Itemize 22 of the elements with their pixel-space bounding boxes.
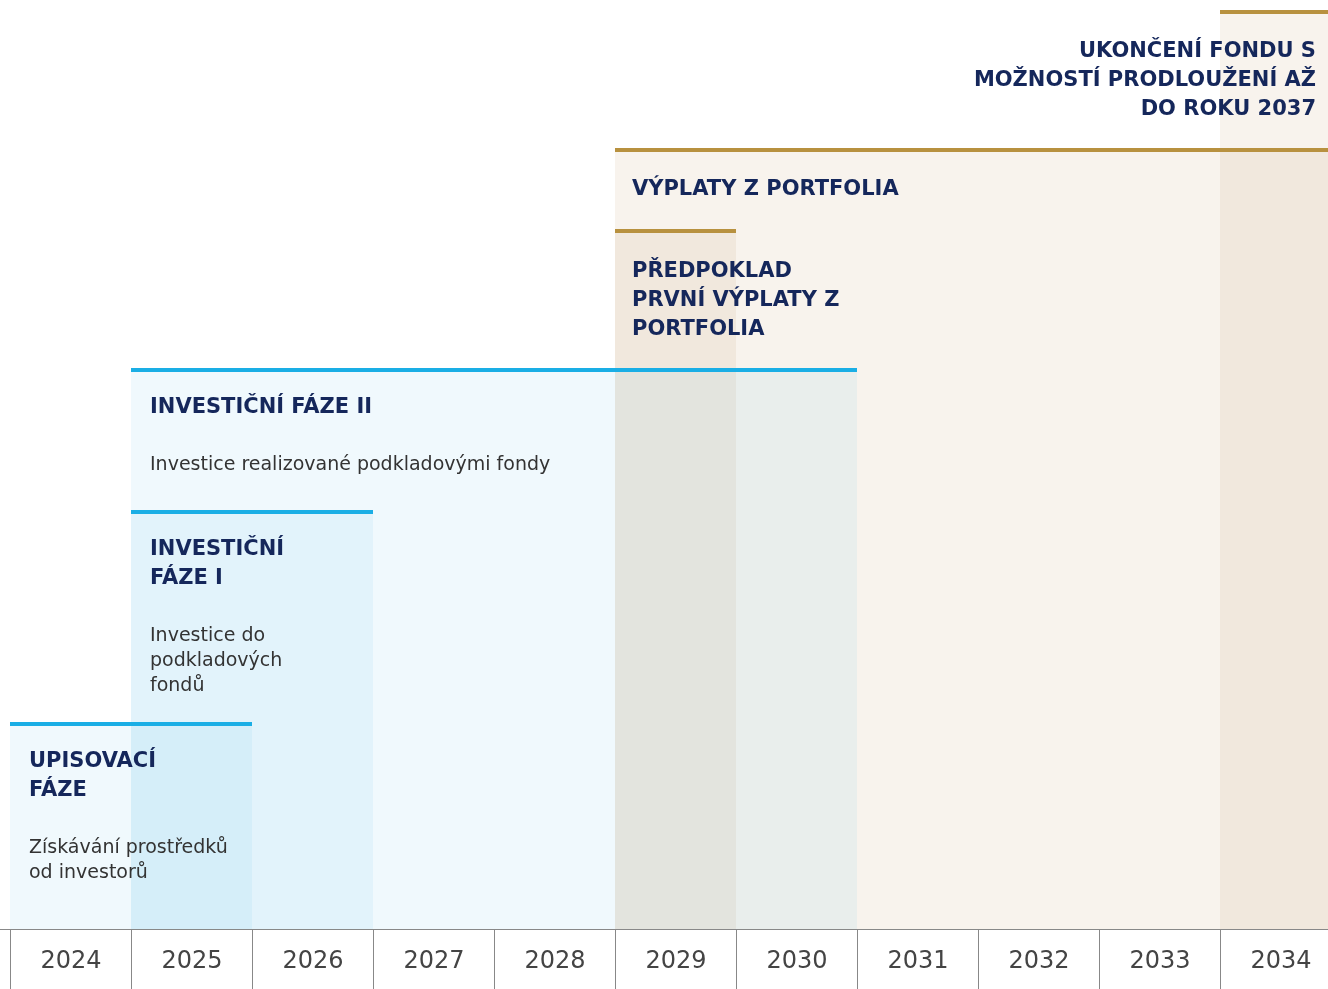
phase-band — [615, 148, 1328, 929]
phase-description: Získávání prostředků od investorů — [29, 834, 229, 884]
year-label: 2032 — [978, 930, 1099, 989]
year-label: 2030 — [736, 930, 857, 989]
year-label: 2033 — [1099, 930, 1220, 989]
phase-title: INVESTIČNÍ FÁZE I — [150, 534, 286, 591]
year-label: 2034 — [1220, 930, 1328, 989]
year-label: 2026 — [252, 930, 373, 989]
year-label: 2028 — [494, 930, 615, 989]
phase-title: VÝPLATY Z PORTFOLIA — [632, 174, 899, 202]
year-label: 2024 — [10, 930, 131, 989]
year-label: 2029 — [615, 930, 736, 989]
phase-title: PŘEDPOKLAD PRVNÍ VÝPLATY Z PORTFOLIA — [632, 256, 841, 342]
phase-band — [10, 722, 252, 929]
phase-title: INVESTIČNÍ FÁZE II — [150, 392, 373, 420]
phase-title: UKONČENÍ FONDU S MOŽNOSTÍ PRODLOUŽENÍ AŽ DO ROKU 2037 — [972, 36, 1316, 122]
year-label: 2025 — [131, 930, 252, 989]
phase-description: Investice do podkladových fondů — [150, 622, 284, 697]
phase-description: Investice realizované podkladovými fondy — [150, 451, 551, 476]
year-label: 2027 — [373, 930, 494, 989]
phase-title: UPISOVACÍ FÁZE — [29, 746, 157, 803]
year-label: 2031 — [857, 930, 978, 989]
